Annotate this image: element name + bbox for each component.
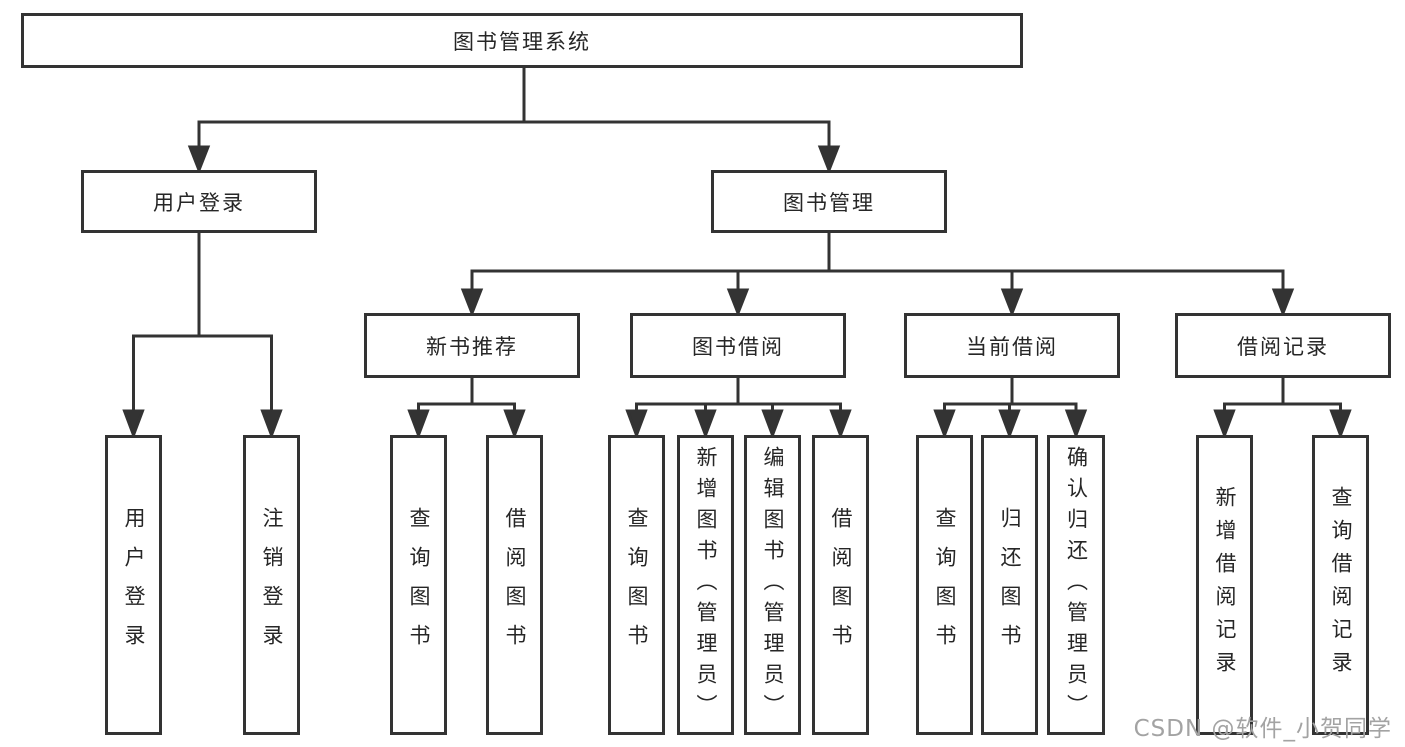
node-label: 查询借阅记录 (1329, 486, 1353, 684)
node-book-management: 图书管理 (711, 170, 947, 233)
node-borrow-records: 借阅记录 (1175, 313, 1391, 378)
leaf-add-borrow-record: 新增借阅记录 (1196, 435, 1253, 735)
node-new-book-recommend: 新书推荐 (364, 313, 580, 378)
leaf-borrow-books: 借阅图书 (812, 435, 869, 735)
connector-root-to-level2 (187, 66, 841, 175)
connector-recommend-to-leaves (407, 376, 526, 440)
leaf-query-books-recommend: 查询图书 (390, 435, 447, 735)
connector-borrow-to-leaves (625, 376, 852, 440)
connector-userlogin-to-leaves (122, 231, 283, 440)
node-label: 当前借阅 (966, 334, 1058, 359)
node-current-borrow: 当前借阅 (904, 313, 1120, 378)
leaf-return-books: 归还图书 (981, 435, 1038, 735)
node-label: 用户登录 (153, 190, 245, 215)
leaf-query-borrow-record: 查询借阅记录 (1312, 435, 1369, 735)
connector-bookmgmt-to-level3 (460, 231, 1295, 318)
node-library-management-system: 图书管理系统 (21, 13, 1023, 68)
node-label: 新增图书（管理员） (694, 445, 718, 725)
node-label: 归还图书 (998, 507, 1022, 663)
connector-records-to-leaves (1213, 376, 1352, 440)
csdn-watermark: CSDN @软件_小贺同学 (1133, 716, 1392, 742)
node-label: 借阅记录 (1237, 334, 1329, 359)
leaf-user-login: 用户登录 (105, 435, 162, 735)
node-label: 查询图书 (407, 507, 431, 663)
node-label: 新增借阅记录 (1213, 486, 1237, 684)
node-label: 编辑图书（管理员） (761, 445, 785, 725)
leaf-query-books-borrow: 查询图书 (608, 435, 665, 735)
node-book-borrow: 图书借阅 (630, 313, 846, 378)
node-user-login: 用户登录 (81, 170, 317, 233)
leaf-add-book-admin: 新增图书（管理员） (677, 435, 734, 735)
node-label: 查询图书 (933, 507, 957, 663)
leaf-logout: 注销登录 (243, 435, 300, 735)
node-label: 用户登录 (122, 507, 146, 663)
node-label: 图书借阅 (692, 334, 784, 359)
node-label: 新书推荐 (426, 334, 518, 359)
leaf-borrow-books-recommend: 借阅图书 (486, 435, 543, 735)
node-label: 借阅图书 (829, 507, 853, 663)
connector-current-to-leaves (933, 376, 1088, 440)
node-label: 注销登录 (260, 507, 284, 663)
node-label: 图书管理 (783, 190, 875, 215)
node-label: 查询图书 (625, 507, 649, 663)
node-label: 确认归还（管理员） (1064, 445, 1089, 725)
node-label: 借阅图书 (503, 507, 527, 663)
leaf-confirm-return-admin: 确认归还（管理员） (1047, 435, 1105, 735)
node-label: 图书管理系统 (453, 29, 591, 54)
leaf-edit-book-admin: 编辑图书（管理员） (744, 435, 801, 735)
leaf-query-books-current: 查询图书 (916, 435, 973, 735)
